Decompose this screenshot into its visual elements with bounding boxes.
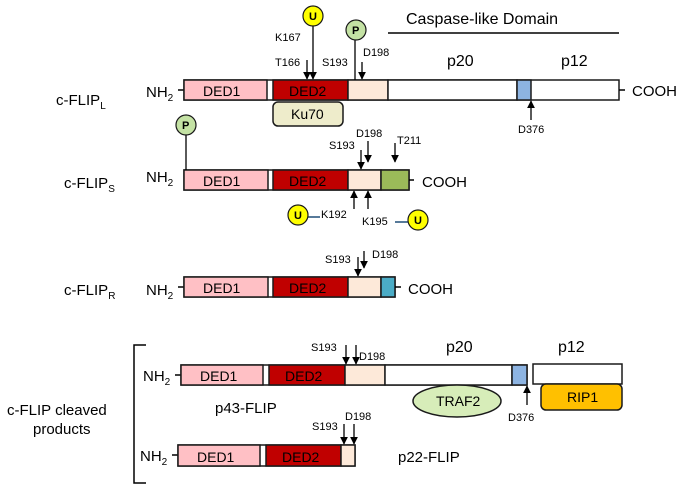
p43-p20-label: p20 xyxy=(446,339,473,356)
flips-ded1-label: DED1 xyxy=(203,173,241,189)
flipl-name: c-FLIPL xyxy=(56,92,106,112)
flipl-nterm: NH2 xyxy=(146,84,174,104)
flipl-ded2-label: DED2 xyxy=(289,83,327,99)
flipl-cterm: COOH xyxy=(632,83,677,100)
p43-linker xyxy=(344,364,386,386)
p43-ded1 xyxy=(180,364,264,386)
flips-ded2-label: DED2 xyxy=(289,173,327,189)
flips-site-s193: S193 xyxy=(329,140,355,152)
ku70-partner xyxy=(272,101,344,127)
p43-nterm: NH2 xyxy=(143,368,171,388)
flips-nterm: NH2 xyxy=(146,169,174,189)
flipr-site-d198: D198 xyxy=(372,249,398,261)
flipl-ded1 xyxy=(183,79,268,101)
flips-linker xyxy=(347,169,382,191)
flips-tail xyxy=(380,169,410,191)
ku70-label: Ku70 xyxy=(291,106,324,122)
p43-ded2-label: DED2 xyxy=(285,368,323,384)
flipl-row: c-FLIPL NH2 DED1 DED2 COOH Ku70 U K167 T… xyxy=(56,5,677,136)
flips-ubiquitin-k192-symbol: U xyxy=(294,210,302,222)
flipl-site-t166: T166 xyxy=(275,57,300,69)
p43-site-d198: D198 xyxy=(359,351,385,363)
flipl-site-d376: D376 xyxy=(518,124,544,136)
rip1-label: RIP1 xyxy=(567,389,598,405)
p43-ded1-label: DED1 xyxy=(200,368,238,384)
flipr-tail xyxy=(380,276,396,298)
flipr-linker xyxy=(347,276,382,298)
flips-ubiquitin-k192-icon xyxy=(287,204,309,226)
flips-ded1 xyxy=(183,169,269,191)
p22-linker xyxy=(340,444,356,467)
flipl-ded1-label: DED1 xyxy=(203,83,241,99)
flips-site-k195: K195 xyxy=(362,216,388,228)
p43-p20-region xyxy=(384,364,513,386)
flipl-site-s193: S193 xyxy=(322,57,348,69)
p12-fragment xyxy=(532,363,623,385)
flipl-ubiquitin-icon xyxy=(302,5,324,27)
flipl-phospho-icon xyxy=(345,19,367,41)
p22-ded1-label: DED1 xyxy=(197,449,235,465)
p22-site-s193: S193 xyxy=(312,421,338,433)
flipr-nterm: NH2 xyxy=(146,282,174,302)
caspase-domain-title: Caspase-like Domain xyxy=(406,11,558,28)
p43-site-s193: S193 xyxy=(311,342,337,354)
flipl-site-k167: K167 xyxy=(275,32,301,44)
flips-ubiquitin-k195-icon xyxy=(407,209,429,231)
flipr-site-s193: S193 xyxy=(325,254,351,266)
flipr-cterm: COOH xyxy=(408,281,453,298)
p22-ded2-label: DED2 xyxy=(282,449,320,465)
p43-cleavage-segment xyxy=(511,364,528,386)
flipr-ded1 xyxy=(183,276,269,298)
flipr-name: c-FLIPR xyxy=(64,282,115,302)
flips-name: c-FLIPS xyxy=(64,175,115,195)
flipr-ded1-label: DED1 xyxy=(203,280,241,296)
flips-site-d198: D198 xyxy=(356,128,382,140)
flipl-site-d198: D198 xyxy=(363,47,389,59)
flipr-ded2-label: DED2 xyxy=(289,280,327,296)
cleaved-group-label-line2: products xyxy=(33,421,91,438)
p43-name: p43-FLIP xyxy=(215,400,277,417)
flips-site-t211: T211 xyxy=(397,135,421,147)
flips-ubiquitin-k195-symbol: U xyxy=(414,215,422,227)
flips-phospho-icon xyxy=(175,114,197,136)
flipl-cleavage-segment xyxy=(516,79,532,101)
flipr-row: c-FLIPR NH2 DED1 DED2 COOH S193 D198 xyxy=(64,249,453,302)
flips-cterm: COOH xyxy=(422,174,467,191)
flipl-phospho-symbol: P xyxy=(352,25,359,37)
flips-phospho-symbol: P xyxy=(182,120,189,132)
flipl-linker xyxy=(347,79,389,101)
flipl-ubiquitin-symbol: U xyxy=(309,11,317,23)
flips-site-k192: K192 xyxy=(321,209,347,221)
p22-ded1 xyxy=(177,444,261,467)
rip1-partner xyxy=(540,383,623,411)
cleaved-bracket xyxy=(133,344,146,484)
p22-name: p22-FLIP xyxy=(398,449,460,466)
traf2-partner xyxy=(412,384,502,418)
traf2-label: TRAF2 xyxy=(436,393,481,409)
flipl-p20-region xyxy=(387,79,518,101)
p12-fragment-label: p12 xyxy=(558,339,585,356)
p43-site-d376: D376 xyxy=(508,412,534,424)
p22-nterm: NH2 xyxy=(140,448,168,468)
p12-label: p12 xyxy=(561,53,588,70)
cleaved-group-label-line1: c-FLIP cleaved xyxy=(7,402,107,419)
p20-label: p20 xyxy=(447,53,474,70)
flips-row: c-FLIPS NH2 DED1 DED2 COOH P S193 D198 T… xyxy=(64,114,467,231)
p22-site-d198: D198 xyxy=(345,411,371,423)
cleaved-products-group: c-FLIP cleaved products NH2 DED1 DED2 p2… xyxy=(7,339,623,484)
